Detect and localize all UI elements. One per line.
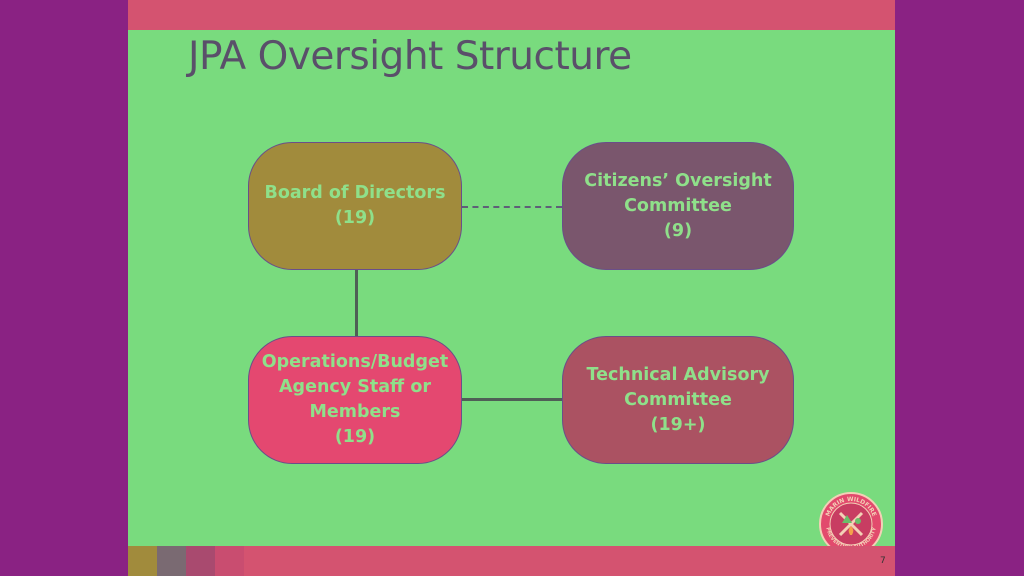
node-technical-line-3: (19+) bbox=[650, 414, 706, 435]
node-citizens-oversight-committee: Citizens’ Oversight Committee (9) bbox=[562, 142, 794, 270]
node-citizens-line-3: (9) bbox=[663, 220, 693, 241]
connector-operations-technical bbox=[462, 398, 562, 401]
node-operations-line-1: Operations/Budget bbox=[261, 352, 449, 372]
node-operations-line-2: Agency Staff or bbox=[279, 377, 431, 397]
node-technical-advisory-committee: Technical Advisory Committee (19+) bbox=[562, 336, 794, 464]
node-citizens-line-1: Citizens’ Oversight bbox=[584, 170, 772, 191]
page-number: 7 bbox=[880, 556, 886, 566]
color-swatch-1 bbox=[128, 546, 157, 576]
node-board-of-directors: Board of Directors (19) bbox=[248, 142, 462, 270]
connector-board-citizens bbox=[462, 206, 562, 208]
node-board-line-1: Board of Directors bbox=[264, 183, 446, 203]
slide: JPA Oversight Structure Board of Directo… bbox=[128, 0, 895, 576]
node-citizens-line-2: Committee bbox=[624, 195, 732, 216]
node-operations-line-4: (19) bbox=[334, 427, 376, 447]
bottom-band bbox=[128, 546, 895, 576]
wildfire-prevention-authority-seal-icon: MARIN WILDFIRE PREVENTION AUTHORITY bbox=[819, 492, 883, 556]
color-swatch-4 bbox=[215, 546, 244, 576]
slide-title: JPA Oversight Structure bbox=[188, 34, 632, 79]
node-operations-line-3: Members bbox=[309, 402, 401, 422]
color-swatch-2 bbox=[157, 546, 186, 576]
top-band bbox=[128, 0, 895, 30]
node-technical-line-1: Technical Advisory bbox=[586, 364, 770, 385]
color-swatch-3 bbox=[186, 546, 215, 576]
connector-board-operations bbox=[355, 270, 358, 336]
node-operations-budget: Operations/Budget Agency Staff or Member… bbox=[248, 336, 462, 464]
node-board-line-2: (19) bbox=[334, 208, 376, 228]
node-technical-line-2: Committee bbox=[624, 389, 732, 410]
